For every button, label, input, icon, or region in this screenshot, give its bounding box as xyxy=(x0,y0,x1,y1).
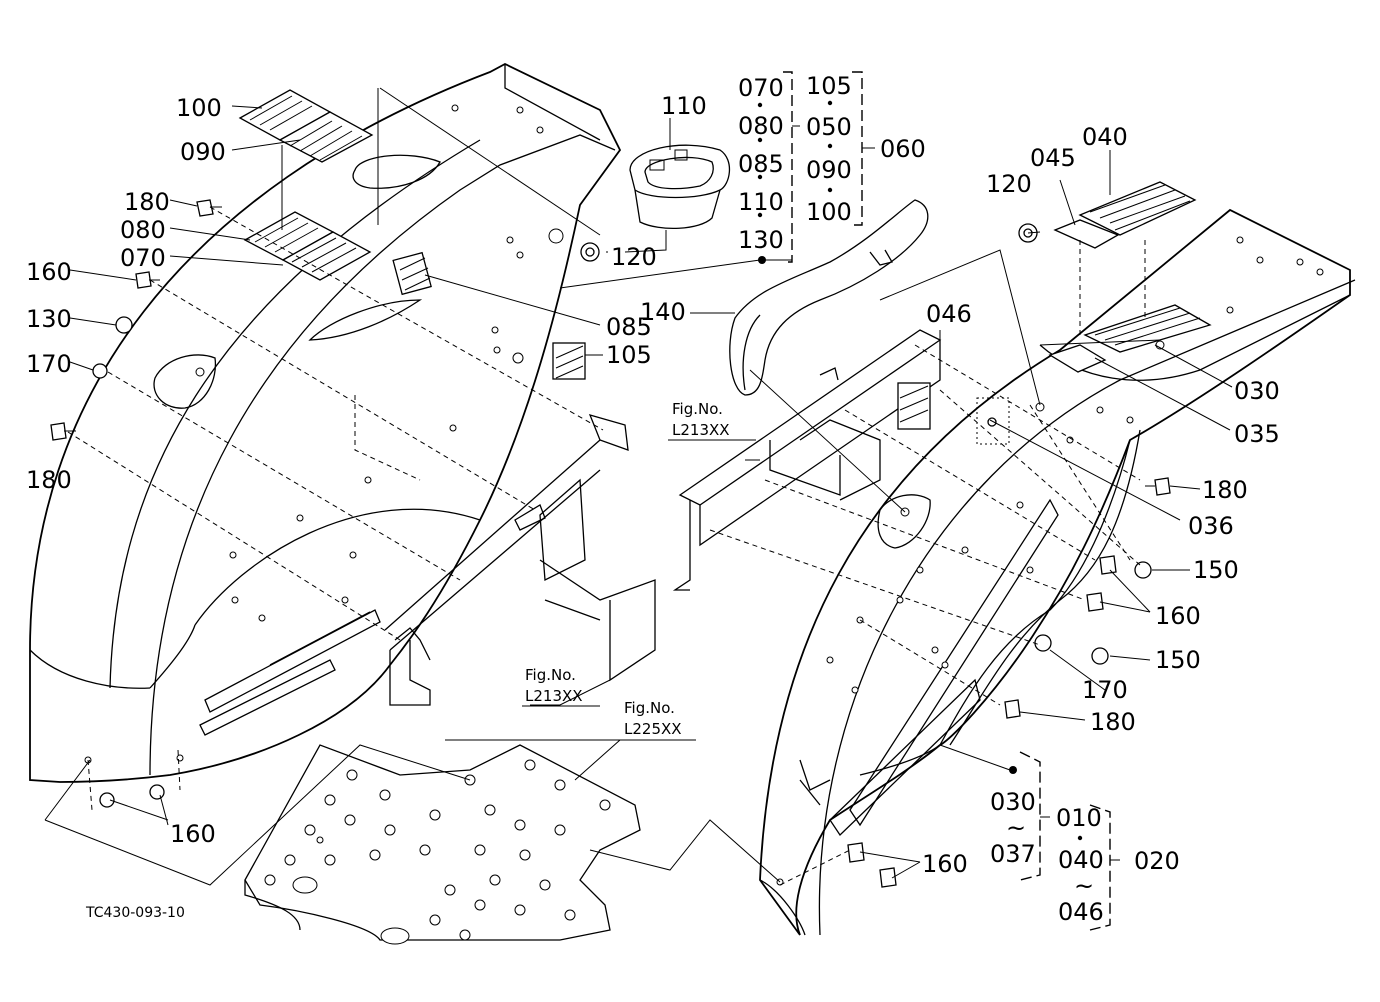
range-start: 030 xyxy=(990,788,1036,816)
floor-plate xyxy=(244,744,641,945)
callout-085: 085 xyxy=(606,313,652,341)
group-060-item: 085 xyxy=(738,150,784,178)
callout-160: 160 xyxy=(170,820,216,848)
callout-080: 080 xyxy=(120,216,166,244)
group-010-label: 010 xyxy=(1056,804,1102,832)
group-060-item: 050 xyxy=(806,113,852,141)
assembly-020: 030 ~ 037 010 040 ~ 046 020 xyxy=(990,788,1180,926)
assembly-060: 070 080 085 110 130 105 050 090 100 060 xyxy=(738,72,926,254)
right-decals xyxy=(897,181,1212,445)
range-end: 046 xyxy=(1058,898,1104,926)
callout-120: 120 xyxy=(986,170,1032,198)
callout-130: 130 xyxy=(26,305,72,333)
group-060-item: 105 xyxy=(806,72,852,100)
figure-ref-title: Fig.No. xyxy=(525,666,576,684)
figure-ref-title: Fig.No. xyxy=(672,400,723,418)
figure-ref-code: L213XX xyxy=(525,687,583,705)
right-callouts: 040 045 120 046 030 035 180 036 150 160 … xyxy=(922,123,1280,878)
center-callouts: 110 120 085 105 140 xyxy=(606,92,707,369)
callout-070: 070 xyxy=(120,244,166,272)
figure-references: Fig.No. L213XX Fig.No. L213XX Fig.No. L2… xyxy=(525,400,730,738)
group-060-label: 060 xyxy=(880,135,926,163)
range-tilde: ~ xyxy=(1074,872,1094,900)
range-start: 040 xyxy=(1058,846,1104,874)
callout-090: 090 xyxy=(180,138,226,166)
cup-holder-110 xyxy=(629,144,731,230)
callout-120: 120 xyxy=(611,243,657,271)
assembly-brackets xyxy=(762,71,1120,931)
handle-140 xyxy=(729,199,929,396)
figure-ref-title: Fig.No. xyxy=(624,699,675,717)
figure-ref-code: L213XX xyxy=(672,421,730,439)
callout-170: 170 xyxy=(26,350,72,378)
figure-ref-lines xyxy=(522,439,756,741)
range-tilde: ~ xyxy=(1006,814,1026,842)
left-decals xyxy=(238,89,586,380)
callout-180: 180 xyxy=(1202,476,1248,504)
group-060-item: 070 xyxy=(738,74,784,102)
group-020-label: 020 xyxy=(1134,847,1180,875)
callout-160: 160 xyxy=(922,850,968,878)
callout-036: 036 xyxy=(1188,512,1234,540)
callout-160: 160 xyxy=(26,258,72,286)
group-060-item: 090 xyxy=(806,156,852,184)
group-060-item: 110 xyxy=(738,188,784,216)
callout-100: 100 xyxy=(176,94,222,122)
group-060-item: 130 xyxy=(738,226,784,254)
leader-lines xyxy=(44,87,1233,886)
group-060-item: 080 xyxy=(738,112,784,140)
callout-040: 040 xyxy=(1082,123,1128,151)
callout-045: 045 xyxy=(1030,144,1076,172)
callout-150: 150 xyxy=(1193,556,1239,584)
callout-110: 110 xyxy=(661,92,707,120)
callout-035: 035 xyxy=(1234,420,1280,448)
left-fender xyxy=(29,62,622,783)
group-060-item: 100 xyxy=(806,198,852,226)
callout-180: 180 xyxy=(26,466,72,494)
callout-160: 160 xyxy=(1155,602,1201,630)
dashed-lines xyxy=(67,206,1146,886)
callout-170: 170 xyxy=(1082,676,1128,704)
callout-046: 046 xyxy=(926,300,972,328)
callout-030: 030 xyxy=(1234,377,1280,405)
figure-ref-code: L225XX xyxy=(624,720,682,738)
range-end: 037 xyxy=(990,840,1036,868)
drawing-code: TC430-093-10 xyxy=(85,905,185,921)
callout-150: 150 xyxy=(1155,646,1201,674)
callout-180: 180 xyxy=(1090,708,1136,736)
callout-105: 105 xyxy=(606,341,652,369)
callout-140: 140 xyxy=(640,298,686,326)
left-hardware xyxy=(50,199,1038,808)
floor-plate-holes xyxy=(264,759,611,941)
reference-dots xyxy=(757,100,1083,841)
callout-180: 180 xyxy=(124,188,170,216)
left-callouts: 100 090 180 080 070 160 130 170 180 160 xyxy=(26,94,226,848)
center-brackets xyxy=(384,329,942,706)
